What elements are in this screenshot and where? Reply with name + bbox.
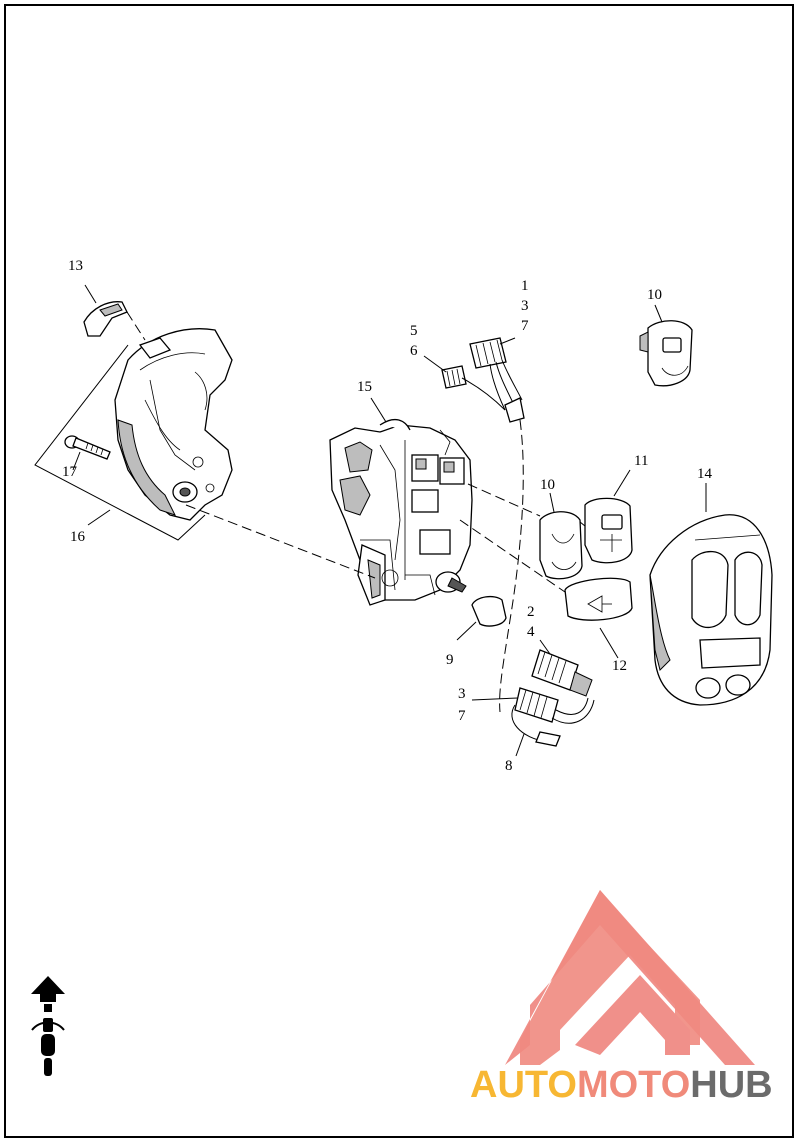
callout-16: 16 [70, 529, 86, 545]
callout-2: 2 [527, 604, 535, 620]
callout-6: 6 [410, 343, 418, 359]
callout-10-upper: 10 [647, 287, 662, 303]
callout-15: 15 [357, 379, 372, 395]
part-10-switch-cap-middle [539, 511, 583, 580]
part-16-lower-housing [114, 328, 233, 521]
part-9-button [471, 595, 507, 627]
part-8-harness [511, 697, 595, 747]
svg-text:AUTOMOTOHUB: AUTOMOTOHUB [470, 1064, 773, 1106]
callout-7-lower: 7 [458, 708, 466, 724]
callout-11: 11 [634, 453, 648, 469]
callout-7-upper: 7 [521, 318, 529, 334]
wordmark-auto: AUTO [470, 1064, 577, 1106]
callout-4: 4 [527, 624, 535, 640]
callout-3-upper: 3 [521, 298, 529, 314]
diagram-frame [4, 4, 794, 1138]
callout-3-lower: 3 [458, 686, 466, 702]
automotohub-wordmark: AUTOMOTOHUB [470, 1064, 773, 1106]
part-2-4-connector [531, 649, 593, 697]
part-3-7-connector [514, 687, 559, 723]
wordmark-hub: HUB [690, 1064, 772, 1106]
part-13-switch-cap [83, 301, 128, 337]
part-1-3-7-connector [461, 337, 525, 423]
automotohub-logo [505, 890, 755, 1065]
part-11-switch-cap [584, 497, 633, 564]
wordmark-moto: MOTO [577, 1064, 690, 1106]
callout-5: 5 [410, 323, 418, 339]
callout-12: 12 [612, 658, 627, 674]
part-15-switch-body [329, 418, 473, 606]
front-arrow-motorcycle-icon [31, 976, 65, 1076]
leader-lines [72, 284, 707, 757]
callout-13: 13 [68, 258, 83, 274]
callout-9: 9 [446, 652, 454, 668]
callout-14: 14 [697, 466, 713, 482]
part-17-screw [64, 435, 111, 460]
assembly-lines [34, 311, 586, 713]
callout-10-middle: 10 [540, 477, 555, 493]
callout-labels: 13 17 16 15 5 6 1 3 7 10 10 11 14 12 9 2… [62, 258, 713, 774]
part-10-switch-cap-upper [639, 320, 693, 387]
callout-17: 17 [62, 464, 78, 480]
part-14-upper-housing [649, 514, 773, 706]
part-12-switch-cap [564, 577, 633, 621]
part-5-6-connector [441, 365, 467, 389]
callout-8: 8 [505, 758, 513, 774]
callout-1: 1 [521, 278, 529, 294]
